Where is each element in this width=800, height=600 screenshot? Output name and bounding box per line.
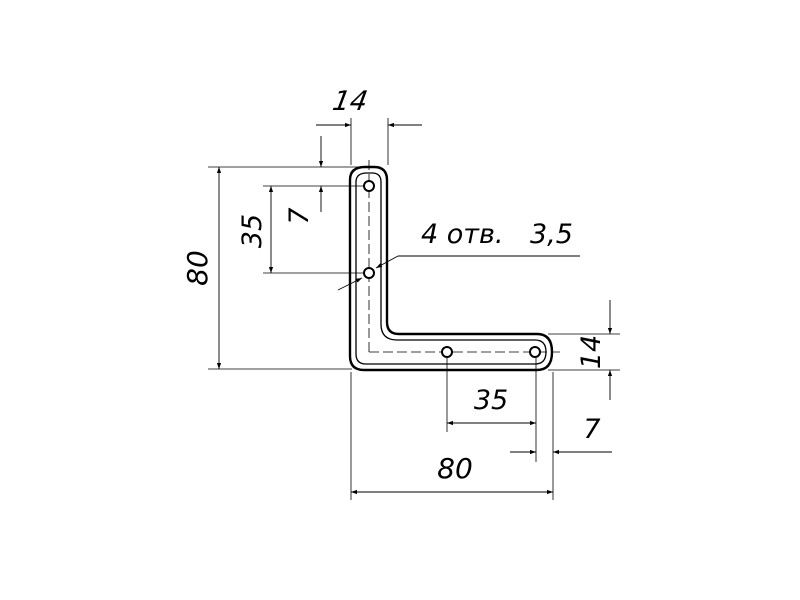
hole-top-left [363, 180, 375, 192]
callout-hole-count: 4 отв. [421, 219, 504, 250]
hole-mid-left [363, 267, 375, 279]
hole-bottom-right [529, 346, 541, 358]
callout-hole-diameter: 3,5 [530, 219, 573, 250]
dim-label-right-height: 14 [576, 335, 607, 369]
dimension-lines [216, 122, 613, 495]
dim-label-top-width: 14 [330, 86, 370, 117]
extension-lines [208, 118, 620, 500]
dim-label-left-hole-spacing: 35 [237, 214, 268, 248]
dim-label-bottom-hole-offset: 7 [583, 414, 600, 445]
hole-bottom-mid [441, 346, 453, 358]
bracket-inner-outline [355, 172, 547, 365]
callout-arrow-lower [337, 277, 363, 291]
callout-arrow-upper [375, 255, 399, 269]
dim-label-left-total: 80 [181, 250, 214, 286]
dimension-labels: 14 80 35 7 80 35 7 14 4 отв. 3,5 [181, 86, 607, 485]
dim-label-bottom-hole-spacing: 35 [474, 385, 508, 416]
dim-label-left-hole-offset: 7 [284, 207, 315, 224]
dim-label-bottom-total: 80 [437, 452, 473, 485]
